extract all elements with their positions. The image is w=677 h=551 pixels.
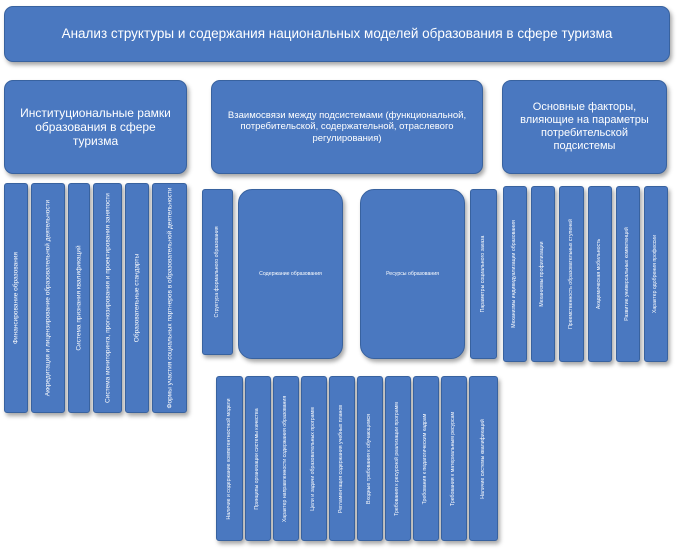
section-1-item-label: Система признания квалификаций [75,245,83,351]
section-1-item: Финансирование образования [4,183,28,413]
section-1-item: Система признания квалификаций [68,183,90,413]
section-1-item: Аккредитация и лицензирование образовате… [31,183,65,413]
section-2-heading: Взаимосвязи между подсистемами (функцион… [227,110,467,144]
section-3-item-label: Академическая мобильность [596,238,603,310]
section-2-sub-item-label: Требования к педагогическим кадрам [422,413,429,504]
section-3-item-label: Преемственность образовательных ступеней [567,219,574,329]
section-2-sub-item: Требования к ресурсной реализации програ… [385,376,411,541]
section-1-item: Система мониторинга, прогнозирования и п… [93,183,122,413]
section-3-item: Академическая мобильность [588,186,612,362]
section-1-item-label: Образовательные стандарты [133,253,141,343]
section-2-sub-item-label: Наличие и содержание компетентностной мо… [225,397,232,520]
section-3-item-label: Механизмы индивидуализации образования [511,220,518,328]
section-2-sub-item: Наличие и содержание компетентностной мо… [216,376,243,541]
section-2-sub-item: Требования к материальным ресурсам [441,376,467,541]
section-3-item-label: Развитие универсальных компетенций [624,227,631,321]
section-3-item: Механизмы индивидуализации образования [503,186,527,362]
section-2-sub-item: Регламентация содержания учебных планов [329,376,355,541]
section-3-item: Механизмы профилизации [531,186,555,362]
section-2-sub-item: Требования к педагогическим кадрам [413,376,439,541]
section-2-sub-item: Цели и задачи образовательных программ [301,376,327,541]
section-3-item: Характер одобрения профессии [644,186,668,362]
section-1-item-label: Система мониторинга, прогнозирования и п… [103,193,111,403]
section-2-sub-item-label: Входные требования к обучающимся [366,413,373,504]
section-1-heading: Институциональные рамки образования в сф… [20,105,171,149]
section-2-sub-item-label: Цели и задачи образовательных программ [310,406,317,511]
section-1-item: Образовательные стандарты [125,183,149,413]
section-2-big-box: Содержание образования [238,189,343,359]
section-2-big-box-label: Ресурсы образования [386,271,439,277]
title-box: Анализ структуры и содержания национальн… [4,6,670,62]
section-2-big-box: Ресурсы образования [360,189,465,359]
section-2-sub-item: Характер направленности содержания образ… [273,376,299,541]
section-3-heading-box: Основные факторы, влияющие на параметры … [502,80,667,174]
section-2-left-item: Структура формального образования [202,189,233,355]
section-3-item: Преемственность образовательных ступеней [559,186,584,362]
section-2-sub-item-label: Требования к материальным ресурсам [450,411,457,506]
section-3-item-label: Механизмы профилизации [539,241,546,307]
section-2-sub-item: Принципы организации системы качества [245,376,271,541]
section-2-sub-item-label: Регламентация содержания учебных планов [338,404,345,513]
section-3-item: Развитие универсальных компетенций [616,186,640,362]
section-2-sub-item: Наличие системы квалификаций [469,376,498,541]
section-2-right-item: Параметры социального заказа [470,189,497,359]
section-2-sub-item-label: Требования к ресурсной реализации програ… [394,401,401,516]
section-2-heading-box: Взаимосвязи между подсистемами (функцион… [211,80,483,174]
section-1-heading-box: Институциональные рамки образования в сф… [4,80,187,174]
section-2-sub-item-label: Наличие системы квалификаций [479,418,486,499]
section-2-sub-item-label: Характер направленности содержания образ… [282,395,289,522]
section-1-item: Формы участия социальных партнеров в обр… [152,183,187,413]
section-3-item-label: Характер одобрения профессии [652,234,659,314]
section-2-big-box-label: Содержание образования [259,271,322,277]
section-1-item-label: Формы участия социальных партнеров в обр… [165,187,173,409]
diagram-title: Анализ структуры и содержания национальн… [61,26,613,42]
section-3-heading: Основные факторы, влияющие на параметры … [520,101,649,152]
section-1-item-label: Финансирование образования [12,252,20,344]
section-2-left-item-label: Структура формального образования [213,226,220,318]
section-2-right-item-label: Параметры социального заказа [479,235,486,313]
section-2-sub-item: Входные требования к обучающимся [357,376,383,541]
section-1-item-label: Аккредитация и лицензирование образовате… [44,199,52,397]
section-2-sub-item-label: Принципы организации системы качества [254,407,261,510]
